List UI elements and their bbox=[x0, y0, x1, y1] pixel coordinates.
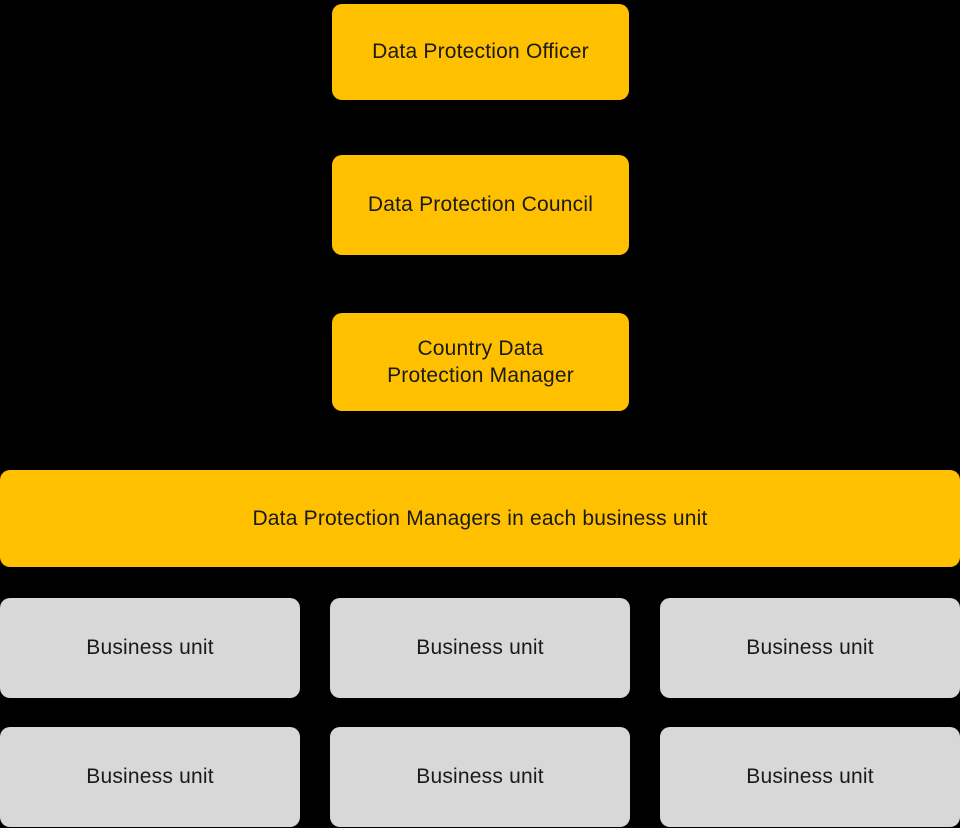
node-label: Country Data Protection Manager bbox=[387, 336, 574, 387]
node-label: Business unit bbox=[86, 765, 214, 789]
node-label: Business unit bbox=[416, 636, 544, 660]
node-label: Data Protection Managers in each busines… bbox=[252, 506, 708, 530]
node-label: Data Protection Council bbox=[367, 193, 594, 217]
node-business-unit-3: Business unit bbox=[660, 598, 960, 698]
node-data-protection-council: Data Protection Council bbox=[332, 155, 629, 255]
node-label: Business unit bbox=[746, 636, 874, 660]
node-business-unit-2: Business unit bbox=[330, 598, 630, 698]
node-label: Business unit bbox=[746, 765, 874, 789]
node-business-unit-5: Business unit bbox=[330, 727, 630, 827]
node-business-unit-6: Business unit bbox=[660, 727, 960, 827]
node-business-unit-1: Business unit bbox=[0, 598, 300, 698]
node-label: Data Protection Officer bbox=[372, 40, 589, 64]
node-label: Business unit bbox=[86, 636, 214, 660]
node-data-protection-officer: Data Protection Officer bbox=[332, 4, 629, 100]
node-business-unit-4: Business unit bbox=[0, 727, 300, 827]
node-label: Business unit bbox=[416, 765, 544, 789]
node-country-data-protection-manager: Country Data Protection Manager bbox=[332, 313, 629, 411]
node-data-protection-managers-bar: Data Protection Managers in each busines… bbox=[0, 470, 960, 567]
